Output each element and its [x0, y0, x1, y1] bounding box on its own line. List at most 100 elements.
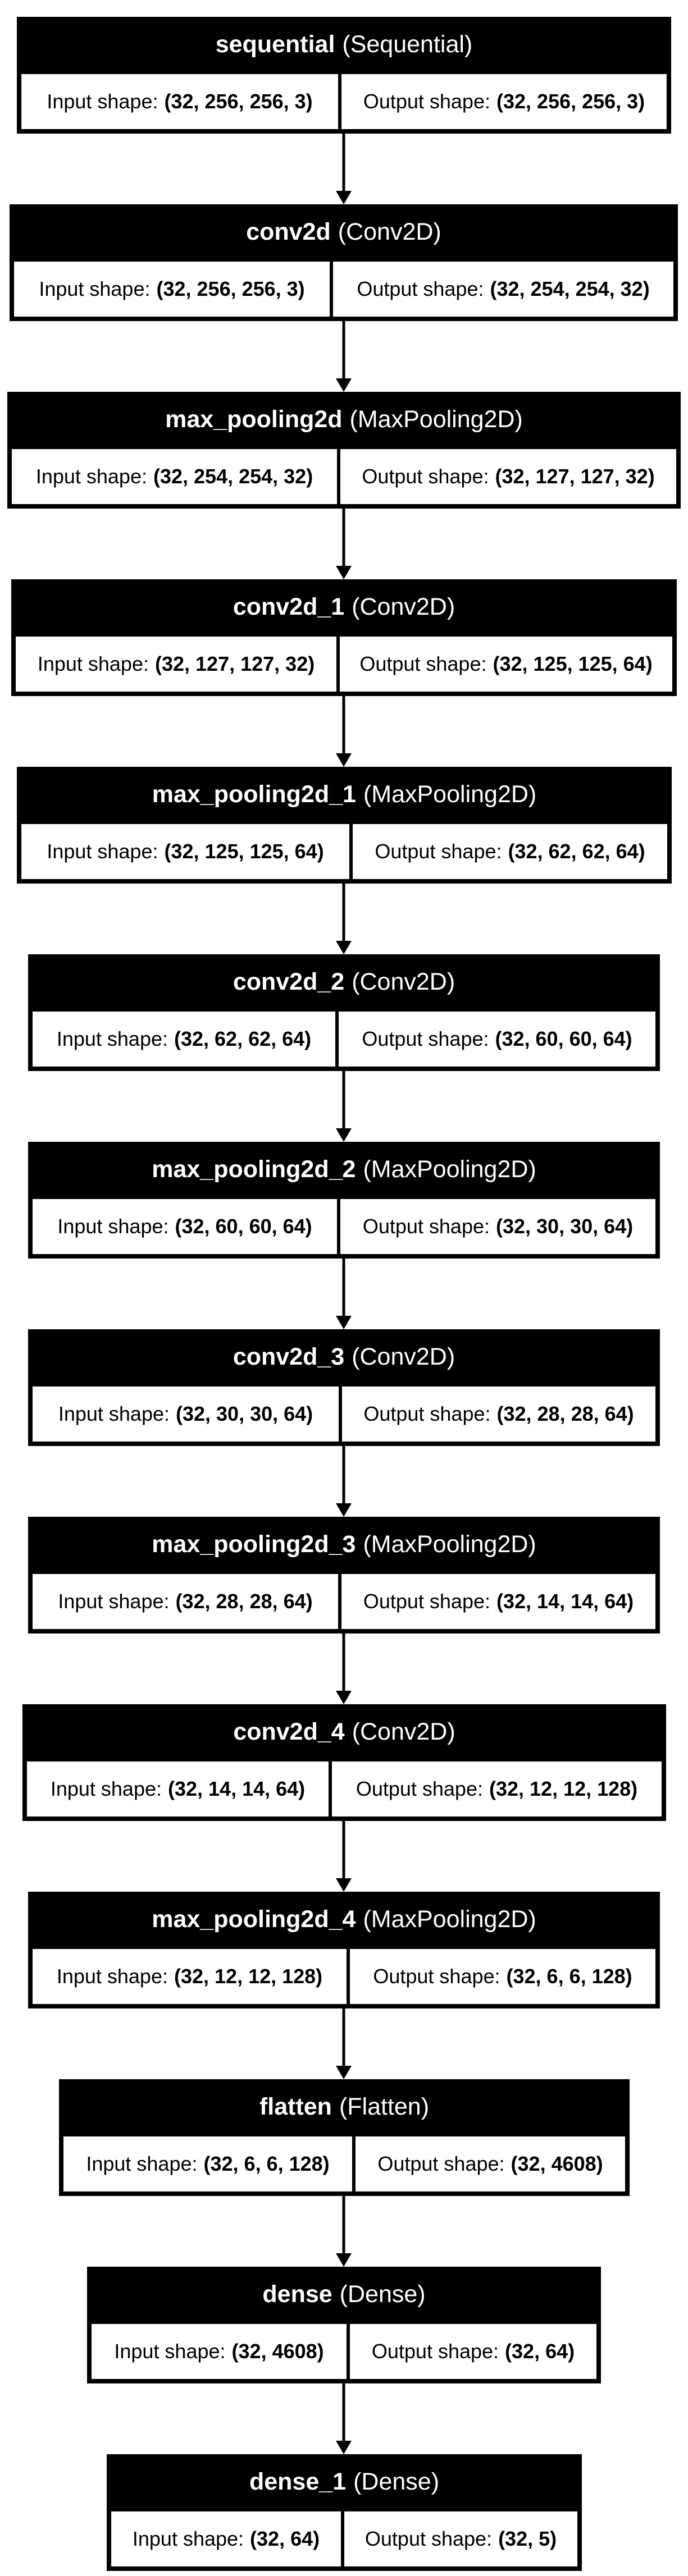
layer-type: (Conv2D) [352, 593, 455, 620]
layer-type: (MaxPooling2D) [363, 1156, 536, 1183]
input-shape-label: Input shape: [56, 1027, 168, 1050]
layer-header: sequential(Sequential) [17, 17, 671, 72]
input-shape-cell: Input shape: (32, 14, 14, 64) [27, 1761, 329, 1817]
input-shape-cell: Input shape:(32, 127, 127, 32) [16, 637, 336, 692]
output-shape-value: (32, 125, 125, 64) [493, 652, 653, 675]
output-shape-label: Output shape: [362, 1027, 489, 1050]
input-shape-value: (32, 14, 14, 64) [168, 1777, 306, 1800]
layer-name: sequential [215, 31, 335, 58]
output-shape-label: Output shape: [362, 1215, 490, 1238]
output-shape-label: Output shape: [356, 1777, 483, 1800]
input-shape-cell: Input shape: (32, 12, 12, 128) [33, 1949, 347, 2004]
arrow-head [336, 753, 352, 767]
layer-header: max_pooling2d_2(MaxPooling2D) [28, 1142, 660, 1197]
input-shape-value: (32, 254, 254, 32) [153, 465, 313, 488]
layer-type: (MaxPooling2D) [363, 1906, 536, 1933]
output-shape-label: Output shape: [357, 277, 484, 300]
layer-name: max_pooling2d_3 [152, 1531, 356, 1558]
output-shape-cell: Output shape:(32, 12, 12, 128) [332, 1761, 662, 1817]
layer-header: dense_1(Dense) [107, 2454, 582, 2510]
input-shape-value: (32, 125, 125, 64) [164, 840, 324, 863]
input-shape-value: (32, 12, 12, 128) [174, 1965, 323, 1988]
input-shape-value: (32, 28, 28, 64) [175, 1590, 313, 1613]
input-shape-cell: Input shape:(32, 254, 254, 32) [12, 449, 337, 504]
output-shape-value: (32, 28, 28, 64) [496, 1402, 634, 1425]
layer-node: conv2d(Conv2D)Input shape:(32, 256, 256,… [10, 204, 678, 321]
layer-node: max_pooling2d_1(MaxPooling2D)Input shape… [17, 767, 672, 884]
output-shape-cell: Output shape:(32, 30, 30, 64) [340, 1199, 655, 1254]
output-shape-cell: Output shape:(32, 254, 254, 32) [333, 262, 673, 317]
input-shape-label: Input shape: [57, 1215, 169, 1238]
input-shape-label: Input shape: [56, 1965, 168, 1988]
arrow-head [336, 2253, 352, 2267]
layer-header: conv2d_3(Conv2D) [28, 1329, 660, 1385]
output-shape-label: Output shape: [363, 1402, 491, 1425]
layer-node: conv2d_2(Conv2D)Input shape:(32, 62, 62,… [28, 954, 660, 1071]
output-shape-label: Output shape: [359, 652, 487, 675]
output-shape-label: Output shape: [364, 2527, 493, 2550]
input-shape-label: Input shape: [114, 2340, 226, 2363]
layer-node: conv2d_4(Conv2D)Input shape:(32, 14, 14,… [22, 1704, 666, 1821]
input-shape-value: (32, 64) [250, 2527, 320, 2550]
arrow-head [336, 1878, 352, 1892]
layer-node: dense(Dense)Input shape:(32, 4608)Output… [87, 2267, 601, 2383]
output-shape-value: (32, 5) [498, 2527, 557, 2550]
output-shape-cell: Output shape:(32, 256, 256, 3) [341, 74, 667, 129]
layer-name: dense_1 [249, 2468, 347, 2495]
layer-header: max_pooling2d(MaxPooling2D) [7, 392, 681, 447]
output-shape-label: Output shape: [362, 465, 489, 488]
output-shape-label: Output shape: [375, 840, 502, 863]
output-shape-cell: Output shape: (32, 127, 127, 32) [340, 449, 676, 504]
output-shape-label: Output shape: [363, 1590, 490, 1613]
arrow-head [336, 1691, 352, 1704]
output-shape-value: (32, 127, 127, 32) [495, 465, 655, 488]
layer-header: dense (Dense) [87, 2267, 601, 2322]
output-shape-label: Output shape: [363, 90, 490, 113]
output-shape-value: (32, 14, 14, 64) [496, 1590, 634, 1613]
layer-header: max_pooling2d_1(MaxPooling2D) [17, 767, 672, 822]
layer-header: conv2d_1(Conv2D) [11, 579, 677, 635]
output-shape-value: (32, 62, 62, 64) [508, 840, 645, 863]
layer-node: conv2d_3(Conv2D)Input shape:(32, 30, 30,… [28, 1329, 660, 1446]
output-shape-cell: Output shape: (32, 4608) [356, 2136, 625, 2191]
input-shape-label: Input shape: [37, 652, 149, 675]
layer-name: conv2d_3 [233, 1343, 345, 1370]
layer-node: sequential(Sequential)Input shape:(32, 2… [17, 17, 671, 134]
arrow-head [336, 1503, 352, 1517]
layer-node: dense_1(Dense)Input shape:(32, 64)Output… [107, 2454, 582, 2571]
layer-name: flatten [259, 2093, 332, 2120]
output-shape-value: (32, 64) [505, 2340, 575, 2363]
input-shape-cell: Input shape:(32, 30, 30, 64) [33, 1387, 339, 1442]
output-shape-cell: Output shape:(32, 6, 6, 128) [350, 1949, 655, 2004]
arrow-head [336, 566, 352, 579]
input-shape-label: Input shape: [58, 1590, 170, 1613]
layer-type: (Dense) [339, 2281, 426, 2308]
arrow-head [336, 1316, 352, 1329]
layer-type: (Flatten) [339, 2093, 430, 2120]
layer-node: flatten(Flatten)Input shape:(32, 6, 6, 1… [59, 2079, 630, 2196]
output-shape-label: Output shape: [377, 2152, 505, 2175]
output-shape-cell: Output shape:(32, 5) [344, 2511, 577, 2566]
input-shape-value: (32, 60, 60, 64) [175, 1215, 312, 1238]
output-shape-cell: Output shape:(32, 28, 28, 64) [342, 1387, 655, 1442]
input-shape-label: Input shape: [86, 2152, 198, 2175]
output-shape-cell: Output shape: (32, 14, 14, 64) [341, 1574, 655, 1629]
input-shape-label: Input shape: [50, 1777, 162, 1800]
layer-header: conv2d(Conv2D) [10, 204, 678, 260]
input-shape-cell: Input shape:(32, 62, 62, 64) [33, 1012, 335, 1067]
input-shape-cell: Input shape:(32, 64) [111, 2511, 341, 2566]
arrow-head [336, 2066, 352, 2079]
output-shape-value: (32, 6, 6, 128) [506, 1965, 632, 1988]
output-shape-cell: Output shape: (32, 125, 125, 64) [340, 637, 672, 692]
input-shape-label: Input shape: [47, 90, 158, 113]
layer-name: dense [262, 2281, 332, 2308]
layer-header: flatten (Flatten) [59, 2079, 630, 2135]
output-shape-value: (32, 4608) [511, 2152, 603, 2175]
input-shape-cell: Input shape:(32, 125, 125, 64) [21, 824, 349, 879]
layer-name: conv2d_4 [233, 1718, 345, 1745]
input-shape-value: (32, 30, 30, 64) [176, 1402, 313, 1425]
layer-node: max_pooling2d_3 (MaxPooling2D) Input shape… [28, 1517, 660, 1634]
layer-type: (MaxPooling2D) [363, 1531, 536, 1558]
layer-name: max_pooling2d_4 [152, 1906, 356, 1933]
